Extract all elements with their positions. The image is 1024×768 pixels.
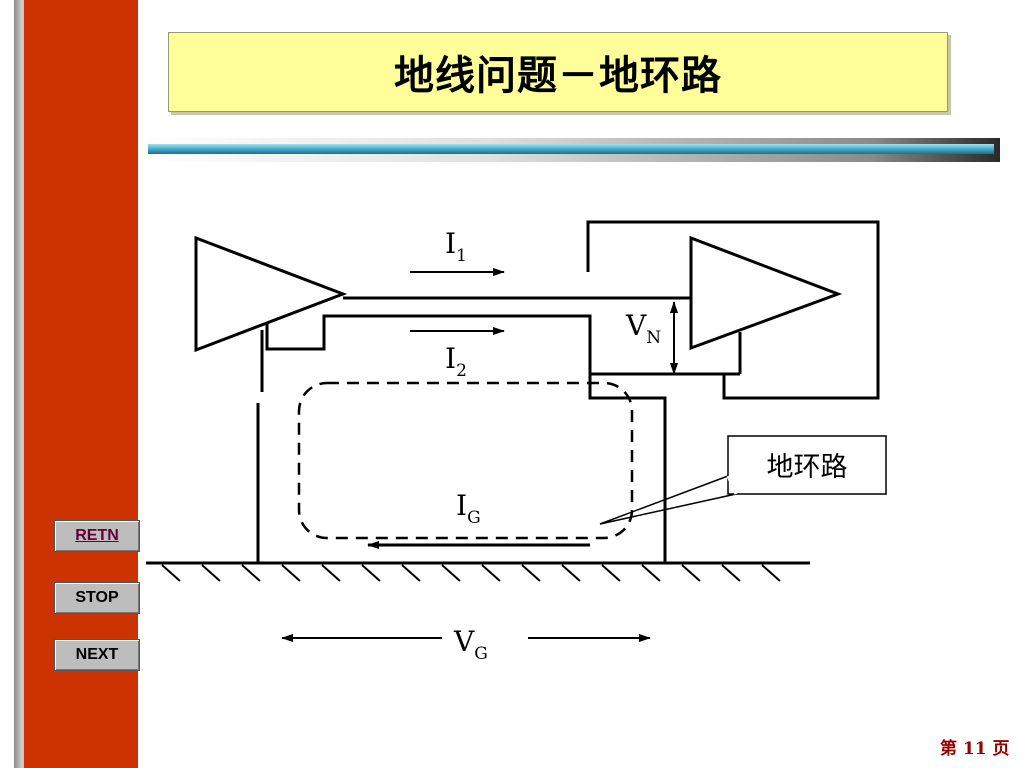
next-button[interactable]: NEXT: [54, 639, 140, 671]
stop-button[interactable]: STOP: [54, 582, 140, 614]
title-divider: [144, 138, 1000, 162]
ground-hatch: [161, 564, 781, 582]
return-wire: [265, 314, 674, 376]
page-suffix: 页: [986, 739, 1010, 759]
retn-button[interactable]: RETN: [54, 520, 140, 552]
ground-loop-dashed: [297, 381, 634, 540]
ig-label: IG: [456, 489, 481, 528]
callout-box: [727, 435, 887, 495]
page-number-value: 11: [962, 739, 987, 759]
vn-label: VN: [625, 309, 661, 348]
title-box: 地线问题－地环路: [168, 32, 948, 112]
page-title: 地线问题－地环路: [394, 53, 722, 99]
left-amplifier: [194, 235, 348, 353]
vg-label: VG: [453, 625, 488, 664]
page-prefix: 第: [940, 739, 963, 759]
right-amplifier: [689, 235, 843, 351]
i1-label: I1: [445, 227, 467, 266]
i2-label: I2: [445, 342, 467, 381]
page-number: 第 11 页: [940, 734, 1010, 759]
callout-text: 地环路: [767, 452, 848, 483]
divider-bar: [148, 144, 994, 154]
right-enclosure: [586, 220, 880, 400]
